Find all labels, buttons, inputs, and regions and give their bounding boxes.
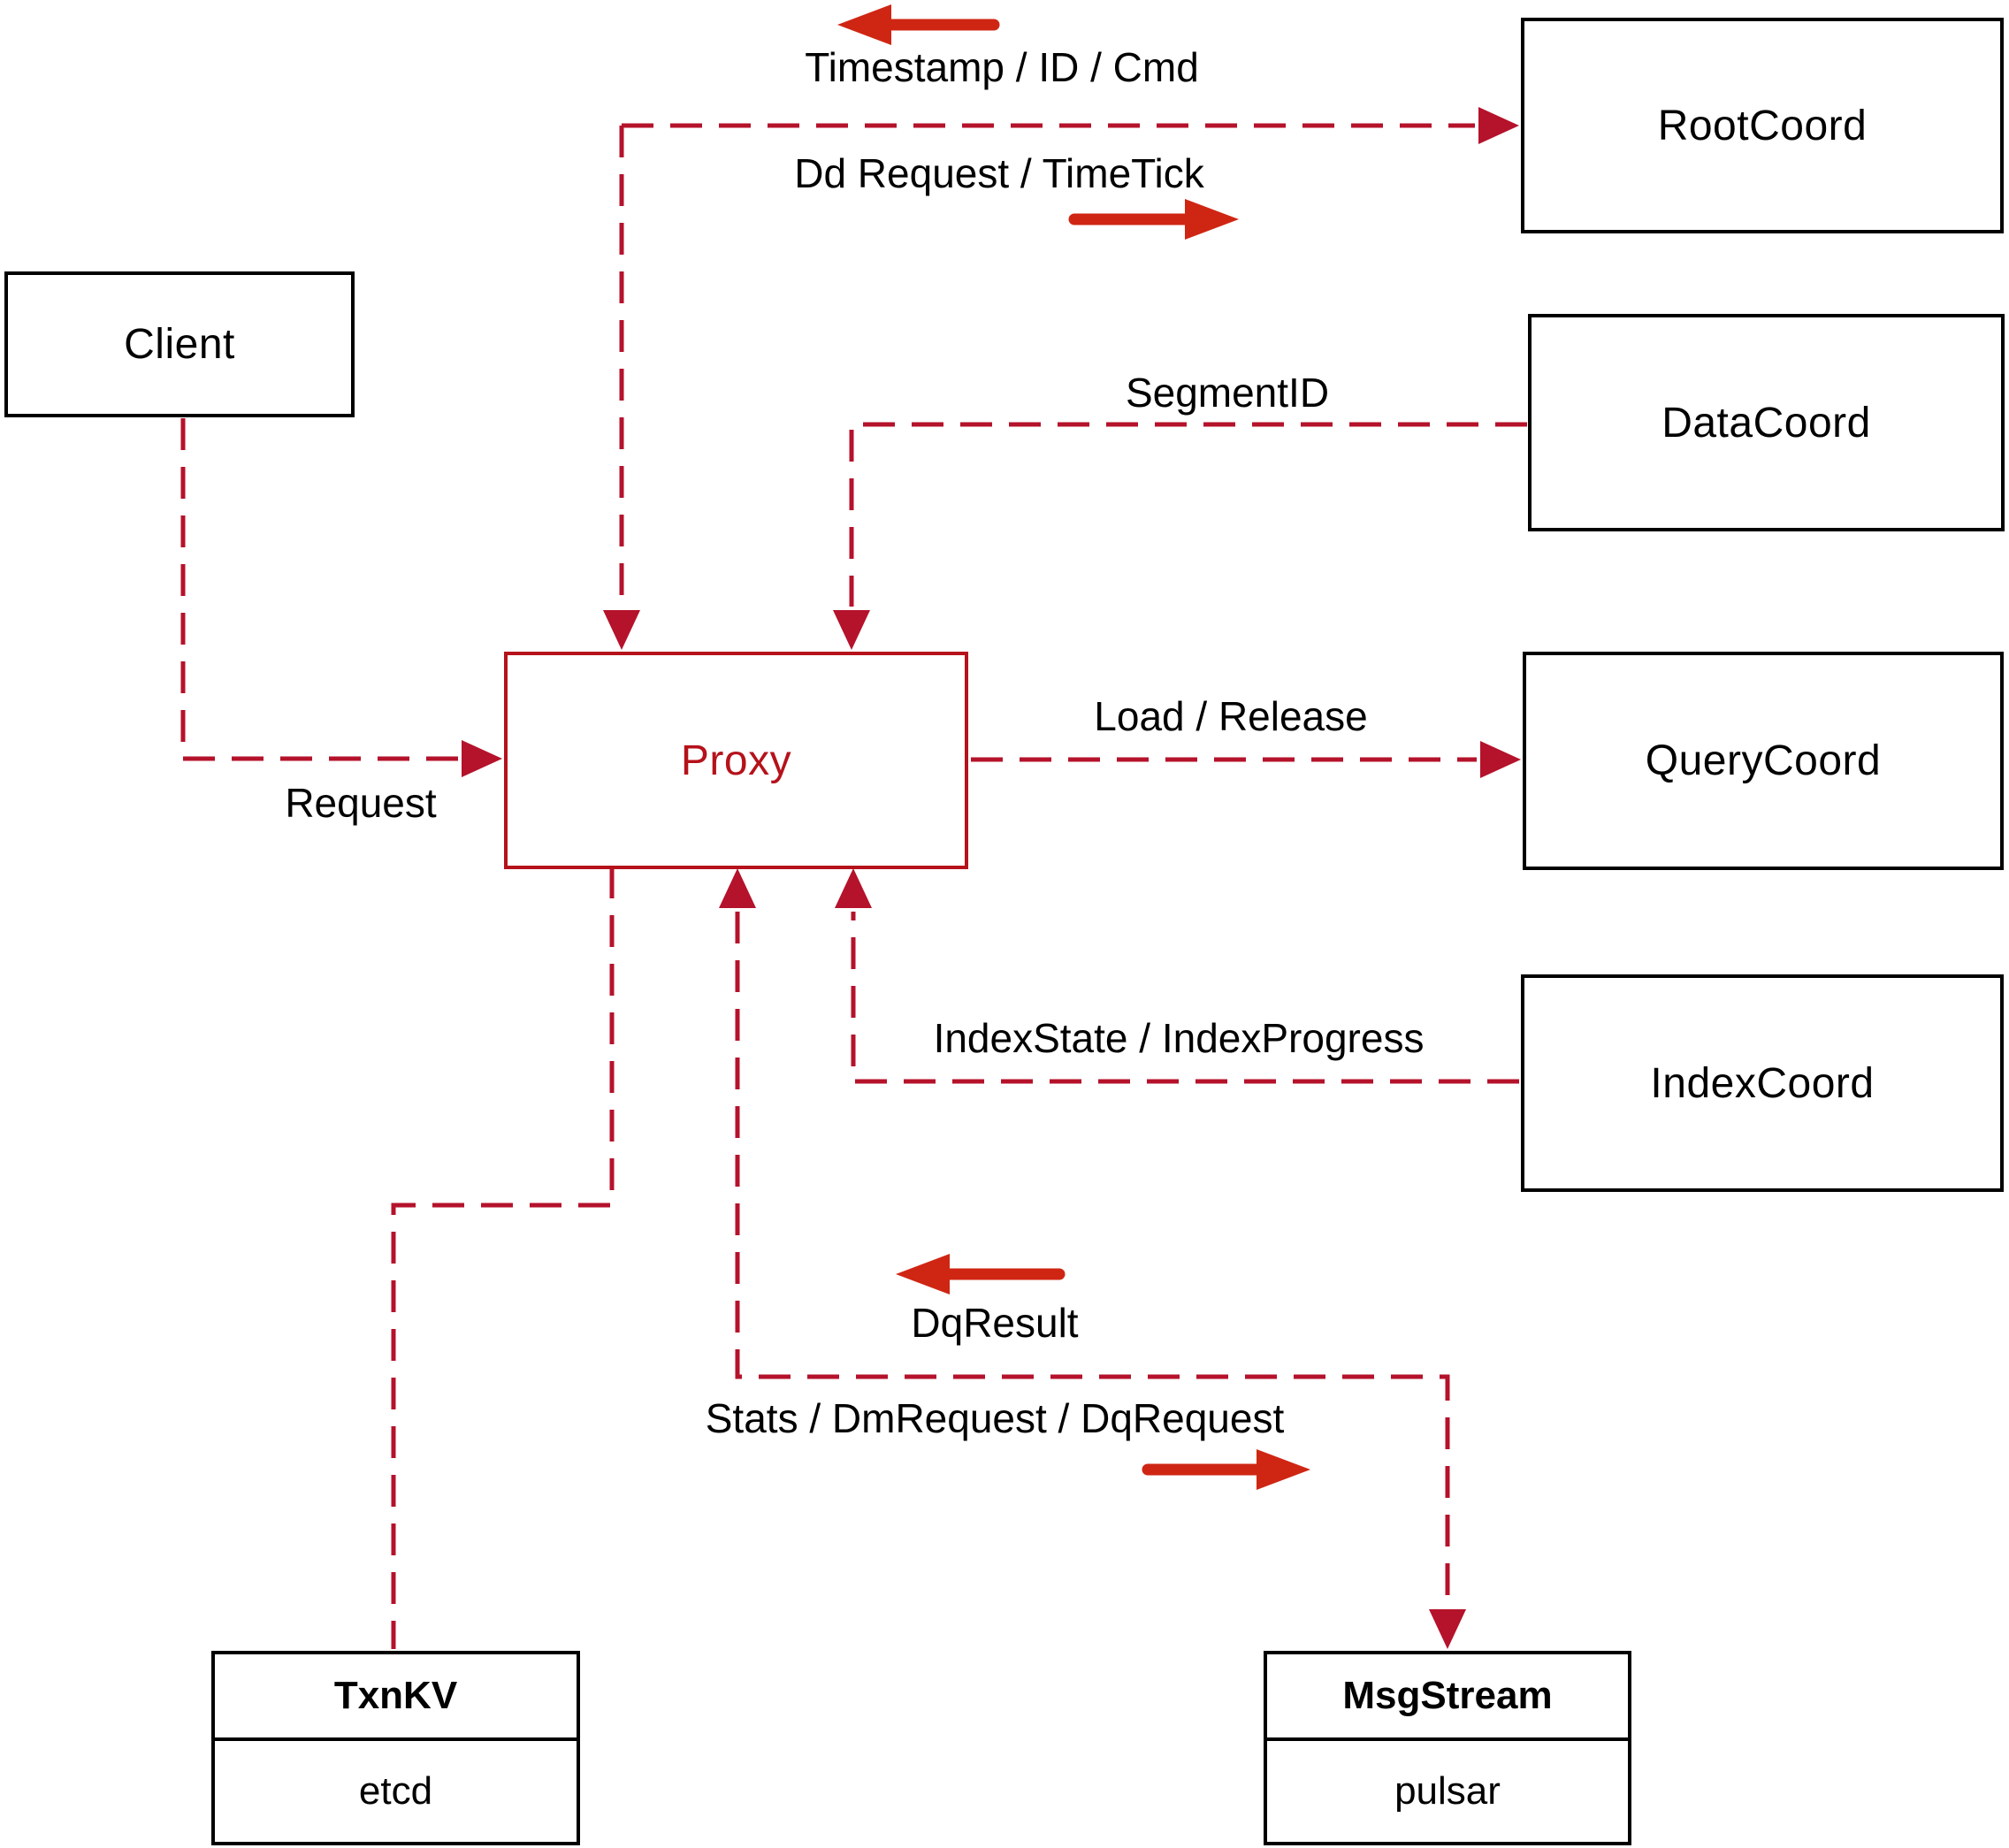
edge-datacoord-proxy <box>849 422 1527 607</box>
arrowhead-into-querycoord <box>1480 741 1521 778</box>
arrow-right-icon <box>1068 199 1239 240</box>
arrowhead-into-rootcoord <box>1478 107 1519 144</box>
node-msgstream-title: MsgStream <box>1267 1654 1628 1741</box>
node-txnkv: TxnKV etcd <box>211 1651 580 1845</box>
arrowhead-into-proxy-top-left <box>603 610 640 650</box>
arrow-left-icon <box>837 4 1000 45</box>
node-indexcoord: IndexCoord <box>1521 974 2004 1192</box>
node-txnkv-subtitle: etcd <box>358 1769 433 1813</box>
node-rootcoord: RootCoord <box>1521 18 2004 233</box>
flow-direction-arrows <box>837 4 1310 1490</box>
edge-proxy-txnkv <box>391 867 615 1649</box>
node-indexcoord-label: IndexCoord <box>1650 1059 1875 1107</box>
node-txnkv-title: TxnKV <box>215 1654 577 1741</box>
arrowhead-into-msgstream <box>1429 1609 1466 1649</box>
edge-label-segmentid: SegmentID <box>1125 370 1330 416</box>
arrowhead-into-proxy-top-right <box>833 610 870 650</box>
node-datacoord: DataCoord <box>1528 314 2005 531</box>
node-proxy-label: Proxy <box>680 737 792 784</box>
node-querycoord-label: QueryCoord <box>1645 737 1882 784</box>
arrowhead-into-proxy-left <box>462 740 502 777</box>
node-rootcoord-label: RootCoord <box>1657 102 1868 149</box>
arrowhead-into-proxy-bottom-left <box>719 868 756 908</box>
node-datacoord-label: DataCoord <box>1661 399 1871 447</box>
edge-label-indexstate-indexprogress: IndexState / IndexProgress <box>933 1015 1425 1061</box>
arrowhead-into-proxy-bottom-right <box>835 868 872 908</box>
edge-label-timestamp-id-cmd: Timestamp / ID / Cmd <box>805 44 1199 90</box>
node-querycoord: QueryCoord <box>1523 652 2004 870</box>
edge-label-dd-request-timetick: Dd Request / TimeTick <box>794 150 1204 196</box>
node-client-label: Client <box>124 321 235 368</box>
node-msgstream: MsgStream pulsar <box>1264 1651 1631 1845</box>
edge-label-load-release: Load / Release <box>1094 693 1368 739</box>
edge-proxy-msgstream <box>735 912 1450 1606</box>
edge-label-dqresult: DqResult <box>911 1300 1079 1346</box>
edge-client-proxy <box>180 418 460 761</box>
arrow-right-icon <box>1142 1449 1310 1490</box>
edge-label-request: Request <box>285 780 437 826</box>
connector-arrowheads <box>462 107 1521 1649</box>
dashed-connectors <box>180 123 1527 1649</box>
arrow-left-icon <box>896 1254 1066 1294</box>
node-client: Client <box>4 271 355 417</box>
node-msgstream-subtitle: pulsar <box>1394 1769 1501 1813</box>
edge-label-stats-dmrequest-dqrequest: Stats / DmRequest / DqRequest <box>705 1395 1285 1441</box>
node-proxy: Proxy <box>504 652 968 869</box>
edge-indexcoord-proxy <box>851 912 1519 1084</box>
